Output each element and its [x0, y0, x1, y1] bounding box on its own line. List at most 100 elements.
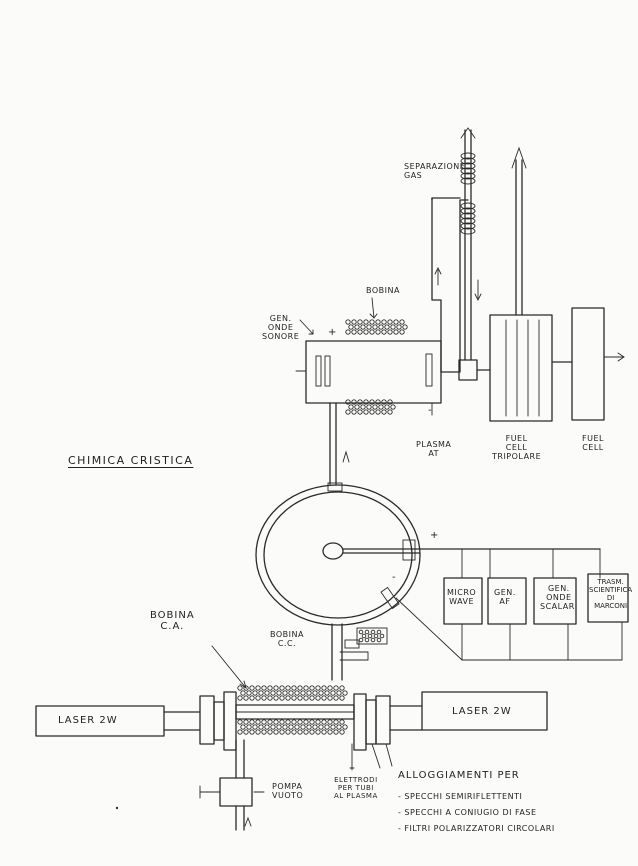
coil-turn — [309, 729, 315, 735]
coil-turn — [378, 404, 384, 410]
coil-turn — [303, 729, 309, 735]
coil-turn — [369, 329, 375, 335]
coil-turn — [361, 633, 367, 639]
coil-turn — [249, 729, 255, 735]
label-plasma-at: PLASMA AT — [416, 440, 452, 458]
coil-turn — [375, 409, 381, 415]
coil-turn — [351, 329, 357, 335]
coil-turn — [321, 685, 327, 691]
coil-turn — [285, 695, 291, 701]
coil-turn — [306, 724, 312, 730]
coil-turn — [364, 637, 370, 643]
helix-turn — [460, 222, 476, 230]
coil-turn — [297, 685, 303, 691]
coil-turn — [375, 319, 381, 325]
label-gen-onde-scalari: GEN. ONDE SCALARI — [540, 584, 578, 611]
helix-turn — [460, 217, 476, 225]
coil-turn — [264, 690, 270, 696]
label-laser-left: LASER 2W — [58, 715, 118, 726]
coil-turn — [282, 724, 288, 730]
label-bobina-top: BOBINA — [366, 286, 400, 295]
coil-turn — [402, 324, 408, 330]
bobina-cc — [356, 627, 388, 645]
coil-turn — [291, 685, 297, 691]
coil-turn — [381, 399, 387, 405]
label-laser-right: LASER 2W — [452, 706, 512, 717]
coil-turn — [327, 695, 333, 701]
coil-turn — [285, 685, 291, 691]
coil-turn — [339, 719, 345, 725]
coil-turn — [279, 719, 285, 725]
label-pompa-vuoto: POMPA VUOTO — [272, 782, 304, 800]
coil-turn — [318, 724, 324, 730]
coil-turn — [252, 724, 258, 730]
coil-turn — [370, 629, 376, 635]
coil-turn — [369, 399, 375, 405]
coil-turn — [393, 319, 399, 325]
coil-turn — [312, 690, 318, 696]
coil-turn — [381, 329, 387, 335]
coil-turn — [373, 633, 379, 639]
stray-dot — [115, 806, 119, 810]
coil-turn — [237, 719, 243, 725]
helix-turn — [460, 177, 476, 185]
coil-turn — [267, 695, 273, 701]
coil-turn — [273, 729, 279, 735]
coil-turn — [330, 690, 336, 696]
upper-chamber — [295, 319, 442, 416]
coil-turn — [357, 319, 363, 325]
lower-tube — [35, 691, 548, 831]
label-micro-wave: MICRO WAVE — [447, 588, 477, 606]
label-bobina-cc: BOBINA C.C. — [270, 630, 304, 648]
coil-turn — [387, 329, 393, 335]
coil-turn — [282, 690, 288, 696]
instrument-bus — [395, 548, 629, 661]
coil-turn — [267, 729, 273, 735]
coil-turn — [303, 719, 309, 725]
coil-turn — [315, 719, 321, 725]
coil-turn — [364, 629, 370, 635]
coil-turn — [306, 690, 312, 696]
lower-riser — [331, 623, 369, 681]
coil-turn — [336, 724, 342, 730]
coil-turn — [370, 637, 376, 643]
coil-turn — [285, 719, 291, 725]
coil-turn — [345, 409, 351, 415]
label-bobina-ca: BOBINA C.A. — [150, 610, 195, 632]
coil-turn — [342, 724, 348, 730]
coil-turn — [387, 399, 393, 405]
coil-turn — [372, 404, 378, 410]
coil-turn — [288, 724, 294, 730]
label-alloggiamenti-item-2: - SPECCHI A CONIUGIO DI FASE — [398, 808, 537, 817]
coil-turn — [351, 409, 357, 415]
label-alloggiamenti-item-3: - FILTRI POLARIZZATORI CIRCOLARI — [398, 824, 555, 833]
coil-turn — [330, 724, 336, 730]
coil-turn — [375, 329, 381, 335]
coil-turn — [249, 695, 255, 701]
coil-turn — [384, 324, 390, 330]
coil-turn — [358, 637, 364, 643]
coil-turn — [363, 329, 369, 335]
coil-turn — [351, 399, 357, 405]
helix-turn — [460, 162, 476, 170]
coil-turn — [279, 685, 285, 691]
coil-turn — [267, 719, 273, 725]
coil-turn — [360, 404, 366, 410]
coil-turn — [345, 399, 351, 405]
helix-turn — [460, 152, 476, 160]
coil-turn — [243, 695, 249, 701]
toroidal-ring — [255, 482, 421, 626]
coil-turn — [276, 724, 282, 730]
coil-turn — [327, 719, 333, 725]
label-alloggiamenti-title: ALLOGGIAMENTI PER — [398, 770, 520, 781]
helix-turn — [460, 207, 476, 215]
coil-turn — [291, 729, 297, 735]
coil-turn — [315, 729, 321, 735]
coil-turn — [339, 695, 345, 701]
coil-turn — [261, 685, 267, 691]
coil-turn — [270, 724, 276, 730]
coil-turn — [358, 629, 364, 635]
coil-turn — [366, 404, 372, 410]
coil-turn — [261, 729, 267, 735]
coil-turn — [288, 690, 294, 696]
